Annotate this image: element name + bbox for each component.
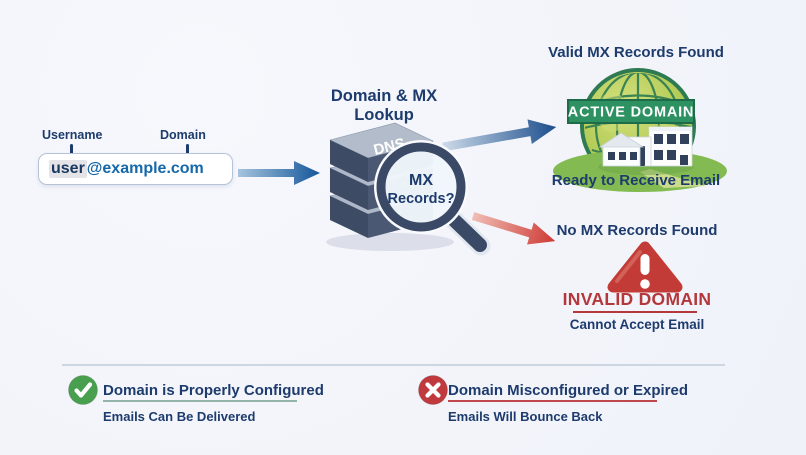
invalid-result-title: No MX Records Found: [556, 222, 718, 239]
lookup-title: Domain & MX Lookup: [330, 87, 438, 124]
username-tick: [70, 144, 73, 159]
magnifier-text-line1: MX: [409, 172, 433, 189]
arrow-dns-to-valid-icon: [442, 119, 557, 152]
arrow-input-to-dns-icon: [238, 161, 320, 185]
warning-triangle-icon: [607, 241, 683, 293]
legend-divider: [62, 364, 725, 366]
domain-label: Domain: [160, 128, 206, 142]
invalid-result-caption: Cannot Accept Email: [569, 317, 705, 332]
success-underline: [103, 400, 297, 402]
building-icon: [598, 126, 693, 167]
active-domain-banner: [567, 99, 695, 124]
email-local-part: user: [49, 160, 87, 178]
domain-tick: [186, 144, 189, 159]
valid-result-title: Valid MX Records Found: [548, 44, 724, 61]
invalid-status-text: INVALID DOMAIN: [562, 289, 712, 309]
active-domain-banner-text: ACTIVE DOMAIN: [568, 105, 694, 121]
arrow-dns-to-invalid-icon: [471, 212, 556, 245]
active-domain-globe-icon: ACTIVE DOMAIN: [553, 68, 727, 192]
success-legend-title: Domain is Properly Configured: [103, 382, 324, 399]
username-label: Username: [42, 128, 103, 142]
mx-magnifier-icon: MX Records?: [374, 140, 491, 256]
magnifier-text-line2: Records?: [388, 191, 455, 207]
success-check-icon: [68, 375, 98, 405]
failure-legend-title: Domain Misconfigured or Expired: [448, 382, 689, 399]
failure-x-icon: [418, 375, 448, 405]
valid-result-caption: Ready to Receive Email: [551, 172, 721, 189]
email-input-box: user@example.com: [38, 153, 233, 185]
invalid-underline: [573, 311, 697, 313]
email-domain-part: @example.com: [86, 160, 204, 177]
success-legend-caption: Emails Can Be Delivered: [103, 409, 256, 424]
failure-legend-caption: Emails Will Bounce Back: [448, 409, 603, 424]
failure-underline: [448, 400, 657, 402]
